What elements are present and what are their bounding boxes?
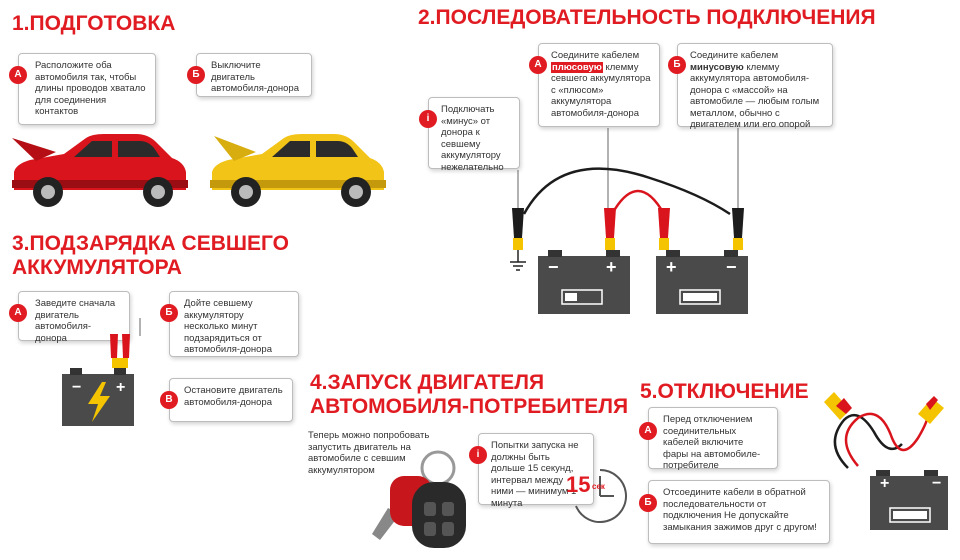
yellow-car-icon	[210, 134, 386, 207]
s1-card-b-text: Выключите двигатель автомобиля-донора	[211, 60, 299, 94]
s2-card-b-post: клемму аккумулятора автомобиля-донора с …	[690, 61, 820, 131]
s2-card-i-text: Подключать «минус» от донора к севшему а…	[441, 104, 504, 173]
s3-card-c-text: Остановите двигатель автомобиля-донора	[184, 385, 283, 408]
s2-card-b: Соедините кабелем минусовую клемму аккум…	[677, 43, 833, 130]
s4-timer-unit: сек	[592, 482, 605, 491]
disconnected-battery-icon	[824, 392, 948, 530]
s3-badge-b: Б	[160, 304, 178, 322]
s1-badge-b: Б	[187, 66, 205, 84]
s5-badge-b: Б	[639, 494, 657, 512]
s2-card-b-pre: Соедините кабелем	[690, 50, 779, 61]
s5-card-a-text: Перед отключением соединительных кабелей…	[663, 414, 761, 471]
s5-card-a: Перед отключением соединительных кабелей…	[648, 407, 778, 471]
s5-card-b-text: Отсоедините кабели в обратной последоват…	[663, 487, 817, 533]
s2-card-a-post: клемму севшего аккумулятора с «плюсом» а…	[551, 61, 651, 119]
s3-badge-a: А	[9, 304, 27, 322]
s2-badge-a: А	[529, 56, 547, 74]
s1-card-a: Расположите оба автомобиля так, чтобы дл…	[18, 53, 156, 125]
section3-title-line2: АККУМУЛЯТОРА	[12, 256, 182, 279]
s2-card-b-bold: минусовую	[690, 61, 744, 73]
s1-card-a-text: Расположите оба автомобиля так, чтобы дл…	[35, 60, 146, 117]
connection-diagram	[510, 128, 748, 314]
s1-card-b: Выключите двигатель автомобиля-донора	[196, 53, 312, 97]
s2-card-i: Подключать «минус» от донора к севшему а…	[428, 97, 520, 173]
car-key-icon	[372, 450, 466, 548]
s4-card-i: Попытки запуска не должны быть дольше 15…	[478, 433, 594, 509]
s3-card-a-text: Заведите сначала двигатель автомобиля-до…	[35, 298, 116, 344]
charging-battery-icon	[62, 318, 141, 426]
s4-timer-value: 15	[566, 472, 591, 497]
section5-title: 5.ОТКЛЮЧЕНИЕ	[640, 380, 809, 403]
section2-title: 2.ПОСЛЕДОВАТЕЛЬНОСТЬ ПОДКЛЮЧЕНИЯ	[418, 6, 876, 29]
s2-card-a-pre: Соедините кабелем	[551, 50, 640, 61]
s4-intro-text: Теперь можно попробовать запустить двига…	[308, 430, 430, 476]
battery2-plus: +	[666, 257, 677, 277]
s2-card-a-highlight: плюсовую	[551, 61, 603, 73]
s3-battery-plus: +	[116, 379, 126, 396]
s3-badge-c: В	[160, 391, 178, 409]
s2-card-a: Соедините кабелем плюсовую клемму севшег…	[538, 43, 660, 127]
s3-battery-minus: −	[72, 379, 82, 396]
s2-badge-i: i	[419, 110, 437, 128]
black-clamp-left	[512, 208, 524, 250]
s1-badge-a: А	[9, 66, 27, 84]
battery2-minus: −	[726, 257, 737, 277]
red-car-icon	[12, 134, 188, 207]
s3-card-b-text: Дойте севшему аккумулятору несколько мин…	[184, 298, 272, 355]
section4-title-line2: АВТОМОБИЛЯ-ПОТРЕБИТЕЛЯ	[310, 395, 629, 418]
section4-title-line1: 4.ЗАПУСК ДВИГАТЕЛЯ	[310, 371, 545, 394]
section1-title: 1.ПОДГОТОВКА	[12, 12, 176, 35]
s3-card-b: Дойте севшему аккумулятору несколько мин…	[169, 291, 299, 357]
timer-icon	[575, 469, 627, 523]
s5-badge-a: А	[639, 422, 657, 440]
s4-badge-i: i	[469, 446, 487, 464]
section3-title-line1: 3.ПОДЗАРЯДКА СЕВШЕГО	[12, 232, 289, 255]
s4-card-i-text: Попытки запуска не должны быть дольше 15…	[491, 440, 579, 509]
s2-badge-b: Б	[668, 56, 686, 74]
battery1-minus: −	[548, 257, 559, 277]
battery1-plus: +	[606, 257, 617, 277]
s3-card-a: Заведите сначала двигатель автомобиля-до…	[18, 291, 130, 344]
s5-battery-minus: −	[932, 475, 942, 492]
s3-card-c: Остановите двигатель автомобиля-донора	[169, 378, 293, 422]
s5-battery-plus: +	[880, 475, 890, 492]
s5-card-b: Отсоедините кабели в обратной последоват…	[648, 480, 830, 544]
